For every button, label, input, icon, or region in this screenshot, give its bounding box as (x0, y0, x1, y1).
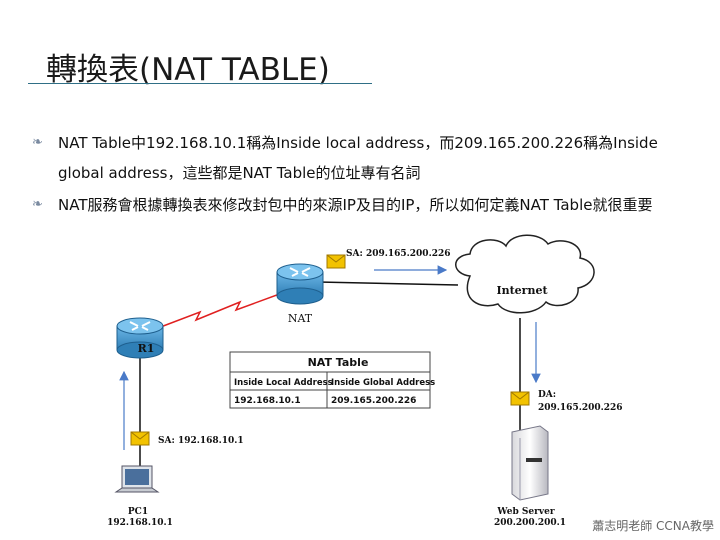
link-nat-internet (317, 281, 459, 286)
nat-table-title: NAT Table (308, 356, 369, 369)
serial-link-r1-nat (157, 291, 286, 329)
nat-table-cell-local: 192.168.10.1 (234, 396, 301, 406)
pc-ip-label: 192.168.10.1 (107, 518, 173, 528)
pc-label: PC1 (128, 507, 148, 517)
nat-table-header-global: Inside Global Address (331, 378, 435, 388)
nat-table (229, 351, 431, 409)
internet-cloud-icon (455, 234, 595, 314)
bullet-text-1: NAT Table中192.168.10.1稱為Inside local add… (58, 134, 658, 182)
web-server-label: Web Server (496, 507, 554, 517)
pc-laptop-icon (114, 465, 160, 493)
r1-router-icon (116, 317, 164, 359)
nat-router-icon (276, 263, 324, 305)
title-underline (28, 83, 372, 84)
nat-router-label: NAT (288, 312, 313, 325)
bullet-item-2: ❧ NAT服務會根據轉換表來修改封包中的來源IP及目的IP，所以如何定義NAT … (32, 190, 708, 220)
slide-title: 轉換表(NAT TABLE) (46, 52, 330, 88)
bullet-item-1: ❧ NAT Table中192.168.10.1稱為Inside local a… (32, 128, 708, 188)
web-server-icon (511, 425, 549, 501)
envelope-icon (510, 391, 530, 406)
envelope-icon (326, 254, 346, 269)
internet-label: Internet (496, 284, 548, 297)
r1-router-label: R1 (138, 342, 155, 355)
nat-table-cell-global: 209.165.200.226 (331, 396, 416, 406)
bullet-text-2: NAT服務會根據轉換表來修改封包中的來源IP及目的IP，所以如何定義NAT Ta… (58, 196, 653, 214)
nat-table-header-local: Inside Local Address (234, 378, 333, 388)
destination-address-label: DA: (538, 390, 556, 400)
footer-credit: 蕭志明老師 CCNA教學 (592, 519, 714, 533)
source-address-label-top: SA: 209.165.200.226 (346, 249, 450, 259)
bullet-icon: ❧ (32, 197, 43, 212)
destination-address-value: 209.165.200.226 (538, 403, 623, 413)
source-address-label-pc: SA: 192.168.10.1 (158, 436, 244, 446)
web-server-ip-label: 200.200.200.1 (494, 518, 566, 528)
envelope-icon (130, 431, 150, 446)
bullet-icon: ❧ (32, 135, 43, 150)
